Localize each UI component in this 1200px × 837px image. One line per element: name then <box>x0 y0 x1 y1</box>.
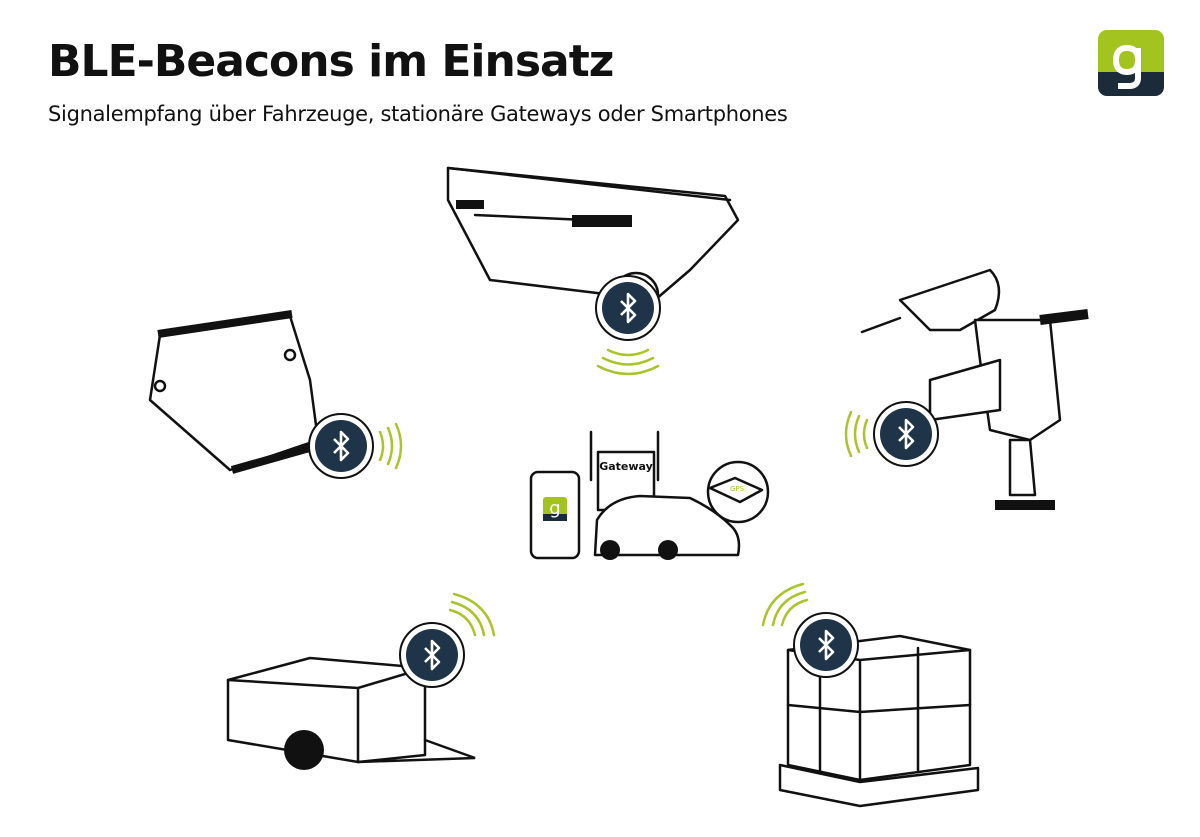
beacon-rammer <box>844 400 940 468</box>
dumpster <box>446 166 740 319</box>
gateway-label: Gateway <box>599 460 653 473</box>
car <box>593 494 741 560</box>
beacon-pallet <box>761 582 860 679</box>
gps-label: GPS <box>730 485 745 493</box>
brand-logo <box>1098 30 1164 96</box>
beacon-bucket <box>307 412 403 480</box>
page-subtitle: Signalempfang über Fahrzeuge, stationäre… <box>48 102 788 126</box>
smartphone: g <box>529 470 581 560</box>
app-logo-letter: g <box>549 498 560 519</box>
gps-tracker: GPS <box>706 460 770 524</box>
beacon-dumpster <box>594 274 662 376</box>
beacon-trailer <box>398 592 496 689</box>
excavator-bucket <box>148 310 322 474</box>
trailer <box>226 656 476 770</box>
drill-and-rammer <box>860 268 1089 510</box>
page-title: BLE-Beacons im Einsatz <box>48 36 614 87</box>
